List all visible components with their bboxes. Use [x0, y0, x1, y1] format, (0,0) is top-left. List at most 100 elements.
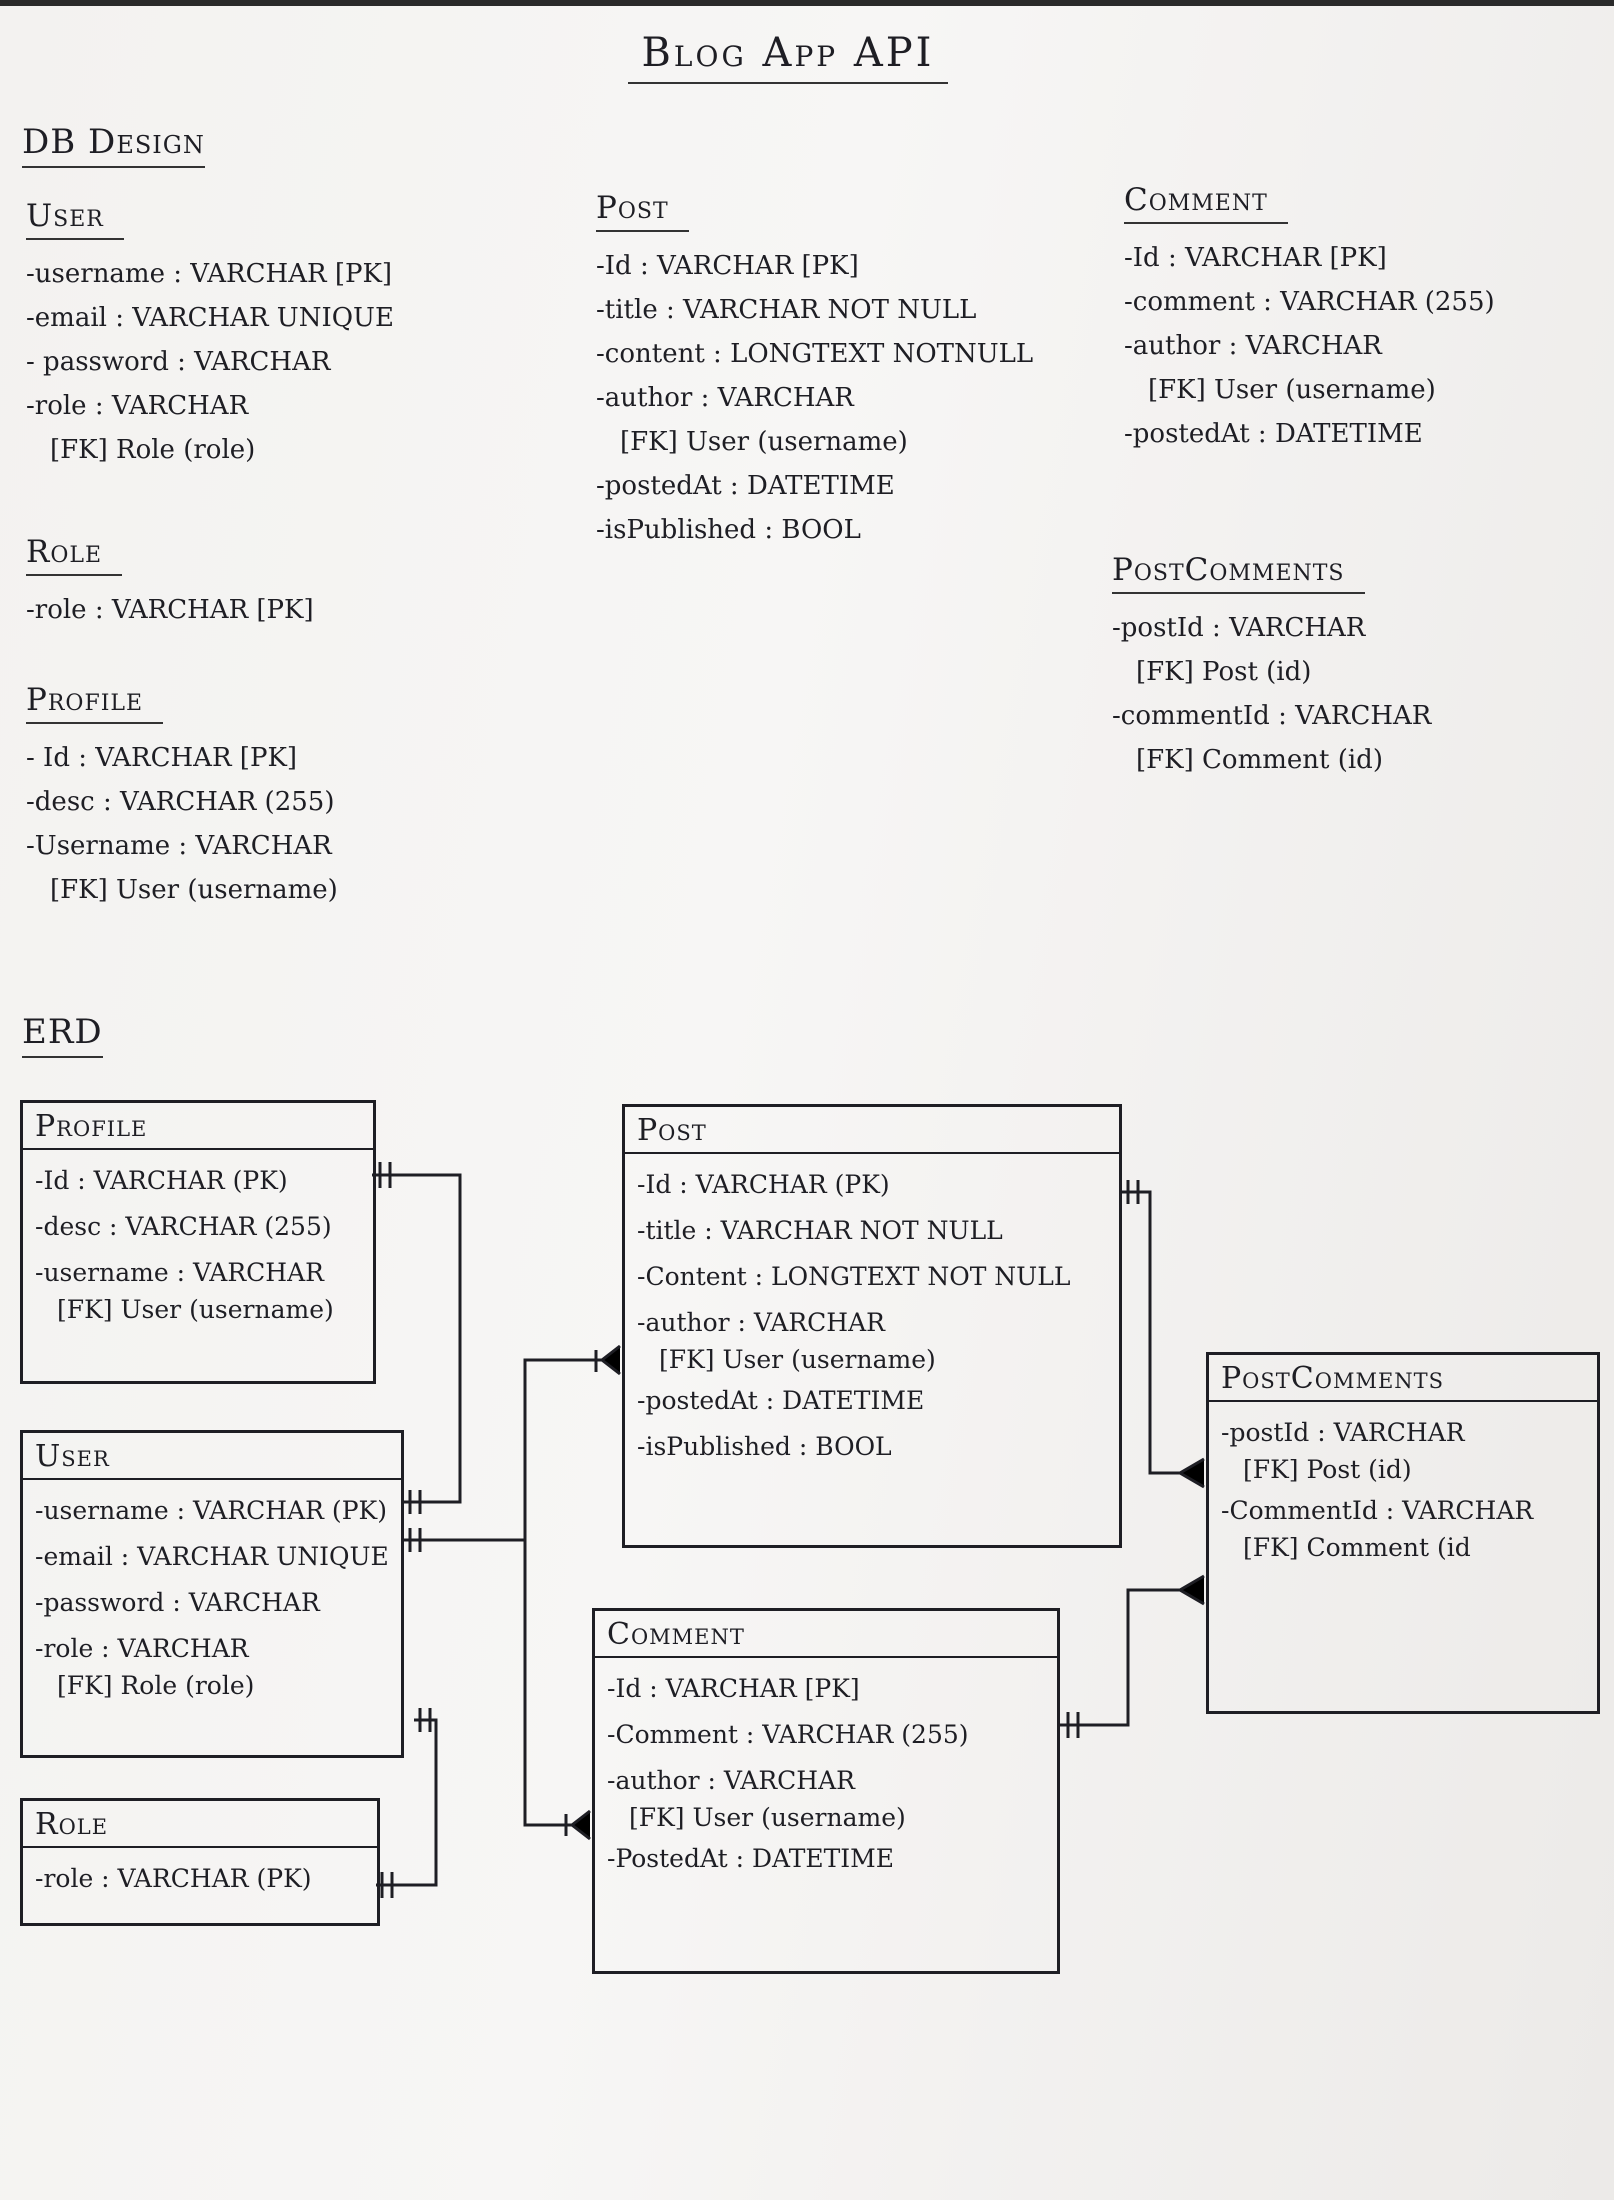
- erd-user-fields: -username : VARCHAR (PK) -email : VARCHAR…: [23, 1480, 401, 1704]
- foreign-key-reference: [FK] Role (role): [50, 435, 256, 465]
- erd-post-title: Post: [625, 1107, 1119, 1154]
- foreign-key-reference: [FK] User (username): [629, 1803, 906, 1832]
- field-row: -PostedAt : DATETIME: [607, 1836, 1045, 1882]
- field-row: - password : VARCHAR: [26, 340, 394, 384]
- link-user-post: [402, 1358, 620, 1542]
- field-row: -password : VARCHAR: [35, 1580, 389, 1626]
- field-definition: -Id : VARCHAR (PK): [35, 1166, 288, 1195]
- spec-user-title: User: [26, 198, 124, 240]
- field-definition: -desc : VARCHAR (255): [26, 787, 335, 817]
- many-mark-postcomments-post: [1177, 1457, 1205, 1489]
- foreign-key-reference: [FK] User (username): [620, 427, 908, 457]
- field-row: -author : VARCHAR [FK] User (username): [637, 1300, 1107, 1378]
- erd-entity-role: Role -role : VARCHAR (PK): [20, 1798, 380, 1926]
- field-definition: -Username : VARCHAR: [26, 831, 332, 861]
- spec-profile: Profile - Id : VARCHAR [PK]-desc : VARCH…: [26, 682, 338, 912]
- field-definition: -username : VARCHAR: [35, 1258, 324, 1287]
- field-definition: -username : VARCHAR (PK): [35, 1496, 387, 1525]
- field-definition: -author : VARCHAR: [637, 1308, 885, 1337]
- foreign-key-reference: [FK] Comment (id): [1136, 745, 1383, 775]
- field-definition: - Id : VARCHAR [PK]: [26, 743, 298, 773]
- erd-role-fields: -role : VARCHAR (PK): [23, 1848, 377, 1902]
- field-definition: -Id : VARCHAR [PK]: [607, 1674, 860, 1703]
- field-definition: -author : VARCHAR: [607, 1766, 855, 1795]
- field-row: -author : VARCHAR [FK] User (username): [607, 1758, 1045, 1836]
- field-row: -Id : VARCHAR (PK): [35, 1158, 361, 1204]
- field-row: -email : VARCHAR UNIQUE: [35, 1534, 389, 1580]
- field-definition: -role : VARCHAR: [35, 1634, 249, 1663]
- field-definition: -CommentId : VARCHAR: [1221, 1496, 1534, 1525]
- field-row: -role : VARCHAR [FK] Role (role): [35, 1626, 389, 1704]
- field-definition: -PostedAt : DATETIME: [607, 1844, 895, 1873]
- page-title: Blog App API: [628, 30, 948, 84]
- one-mark-user: [408, 1528, 422, 1552]
- field-row: -Content : LONGTEXT NOT NULL: [637, 1254, 1107, 1300]
- erd-post-comments-title: PostComments: [1209, 1355, 1597, 1402]
- foreign-key-reference: [FK] User (username): [50, 875, 338, 905]
- field-definition: -postId : VARCHAR: [1112, 613, 1366, 643]
- field-row: -role : VARCHAR (PK): [35, 1856, 365, 1902]
- cardinality-marks: [378, 1162, 1205, 1898]
- erd-post-comments-fields: -postId : VARCHAR [FK] Post (id) -CommentI…: [1209, 1402, 1597, 1566]
- erd-comment-fields: -Id : VARCHAR [PK] -Comment : VARCHAR (25…: [595, 1658, 1057, 1882]
- field-row: -postedAt : DATETIME: [637, 1378, 1107, 1424]
- one-mark-profile: [378, 1162, 392, 1188]
- field-definition: -postId : VARCHAR: [1221, 1418, 1465, 1447]
- field-definition: -Id : VARCHAR [PK]: [1124, 243, 1387, 273]
- field-row: -title : VARCHAR NOT NULL: [637, 1208, 1107, 1254]
- erd-profile-title: Profile: [23, 1103, 373, 1150]
- field-definition: -postedAt : DATETIME: [637, 1386, 925, 1415]
- field-row: -desc : VARCHAR (255): [35, 1204, 361, 1250]
- foreign-key-reference: [FK] Post (id): [1243, 1455, 1412, 1484]
- field-definition: -Id : VARCHAR [PK]: [596, 251, 859, 281]
- foreign-key-reference: [FK] User (username): [1148, 375, 1436, 405]
- field-row: -isPublished : BOOL: [596, 508, 1033, 552]
- field-row: -postId : VARCHAR [FK] Post (id): [1221, 1410, 1585, 1488]
- foreign-key-reference: [FK] Comment (id: [1243, 1533, 1471, 1562]
- field-definition: -role : VARCHAR (PK): [35, 1864, 312, 1893]
- link-comment-postcomments: [1058, 1588, 1204, 1727]
- field-row: -Id : VARCHAR [PK]: [1124, 236, 1495, 280]
- field-definition: - password : VARCHAR: [26, 347, 331, 377]
- photo-top-edge: [0, 0, 1614, 6]
- spec-post-comments: PostComments -postId : VARCHAR[FK] Post …: [1112, 552, 1431, 782]
- foreign-key-reference: [FK] User (username): [659, 1345, 936, 1374]
- one-mark-user-profile: [408, 1490, 422, 1514]
- field-definition: -desc : VARCHAR (255): [35, 1212, 332, 1241]
- erd-post-fields: -Id : VARCHAR (PK) -title : VARCHAR NOT N…: [625, 1154, 1119, 1470]
- field-definition: -role : VARCHAR [PK]: [26, 595, 314, 625]
- field-row: -Username : VARCHAR [FK] User (username): [26, 824, 338, 912]
- field-definition: -Content : LONGTEXT NOT NULL: [637, 1262, 1071, 1291]
- field-definition: -Comment : VARCHAR (255): [607, 1720, 969, 1749]
- erd-user-title: User: [23, 1433, 401, 1480]
- spec-post: Post -Id : VARCHAR [PK]-title : VARCHAR …: [596, 190, 1033, 552]
- field-row: -Comment : VARCHAR (255): [607, 1712, 1045, 1758]
- field-row: -username : VARCHAR (PK): [35, 1488, 389, 1534]
- field-row: -postId : VARCHAR[FK] Post (id): [1112, 606, 1431, 694]
- spec-post-comments-fields: -postId : VARCHAR[FK] Post (id)-commentI…: [1112, 606, 1431, 782]
- many-mark-comment-author: [564, 1809, 591, 1841]
- field-row: -title : VARCHAR NOT NULL: [596, 288, 1033, 332]
- spec-comment-fields: -Id : VARCHAR [PK]-comment : VARCHAR (25…: [1124, 236, 1495, 456]
- field-row: -desc : VARCHAR (255): [26, 780, 338, 824]
- field-row: -postedAt : DATETIME: [596, 464, 1033, 508]
- field-definition: -email : VARCHAR UNIQUE: [26, 303, 394, 333]
- field-row: -username : VARCHAR [PK]: [26, 252, 394, 296]
- erd-entity-profile: Profile -Id : VARCHAR (PK) -desc : VARCHA…: [20, 1100, 376, 1384]
- erd-entity-comment: Comment -Id : VARCHAR [PK] -Comment : VAR…: [592, 1608, 1060, 1974]
- spec-role-title: Role: [26, 534, 123, 576]
- field-definition: -Id : VARCHAR (PK): [637, 1170, 890, 1199]
- spec-user-fields: -username : VARCHAR [PK] -email : VARCHAR…: [26, 252, 394, 472]
- field-row: -author : VARCHAR[FK] User (username): [1124, 324, 1495, 412]
- one-mark-role: [380, 1872, 394, 1898]
- erd-role-title: Role: [23, 1801, 377, 1848]
- link-role-user: [376, 1718, 438, 1887]
- foreign-key-reference: [FK] Role (role): [57, 1671, 255, 1700]
- field-row: -isPublished : BOOL: [637, 1424, 1107, 1470]
- field-definition: -author : VARCHAR: [596, 383, 854, 413]
- spec-comment-title: Comment: [1124, 182, 1288, 224]
- field-definition: -postedAt : DATETIME: [1124, 419, 1423, 449]
- spec-user: User -username : VARCHAR [PK] -email : VA…: [26, 198, 394, 472]
- one-mark-comment: [1066, 1712, 1080, 1738]
- erd-comment-title: Comment: [595, 1611, 1057, 1658]
